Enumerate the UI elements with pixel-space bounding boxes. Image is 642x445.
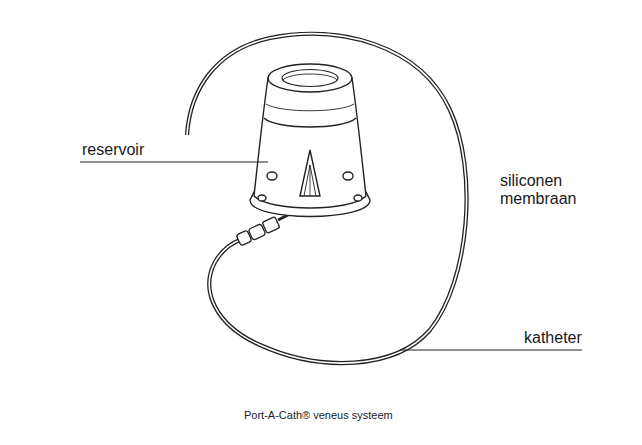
reservoir-leader bbox=[80, 162, 268, 163]
reservoir-port bbox=[250, 64, 370, 217]
katheter-leader bbox=[400, 350, 582, 351]
leader-lines bbox=[80, 162, 582, 350]
catheter-connector bbox=[236, 211, 296, 246]
part-label: reservoir bbox=[82, 141, 144, 159]
figure-caption: Port-A-Cath® veneus systeem bbox=[244, 409, 393, 422]
catheter-tube bbox=[187, 34, 467, 363]
part-label: katheter bbox=[524, 329, 582, 347]
part-label: siliconen membraan bbox=[500, 172, 592, 209]
